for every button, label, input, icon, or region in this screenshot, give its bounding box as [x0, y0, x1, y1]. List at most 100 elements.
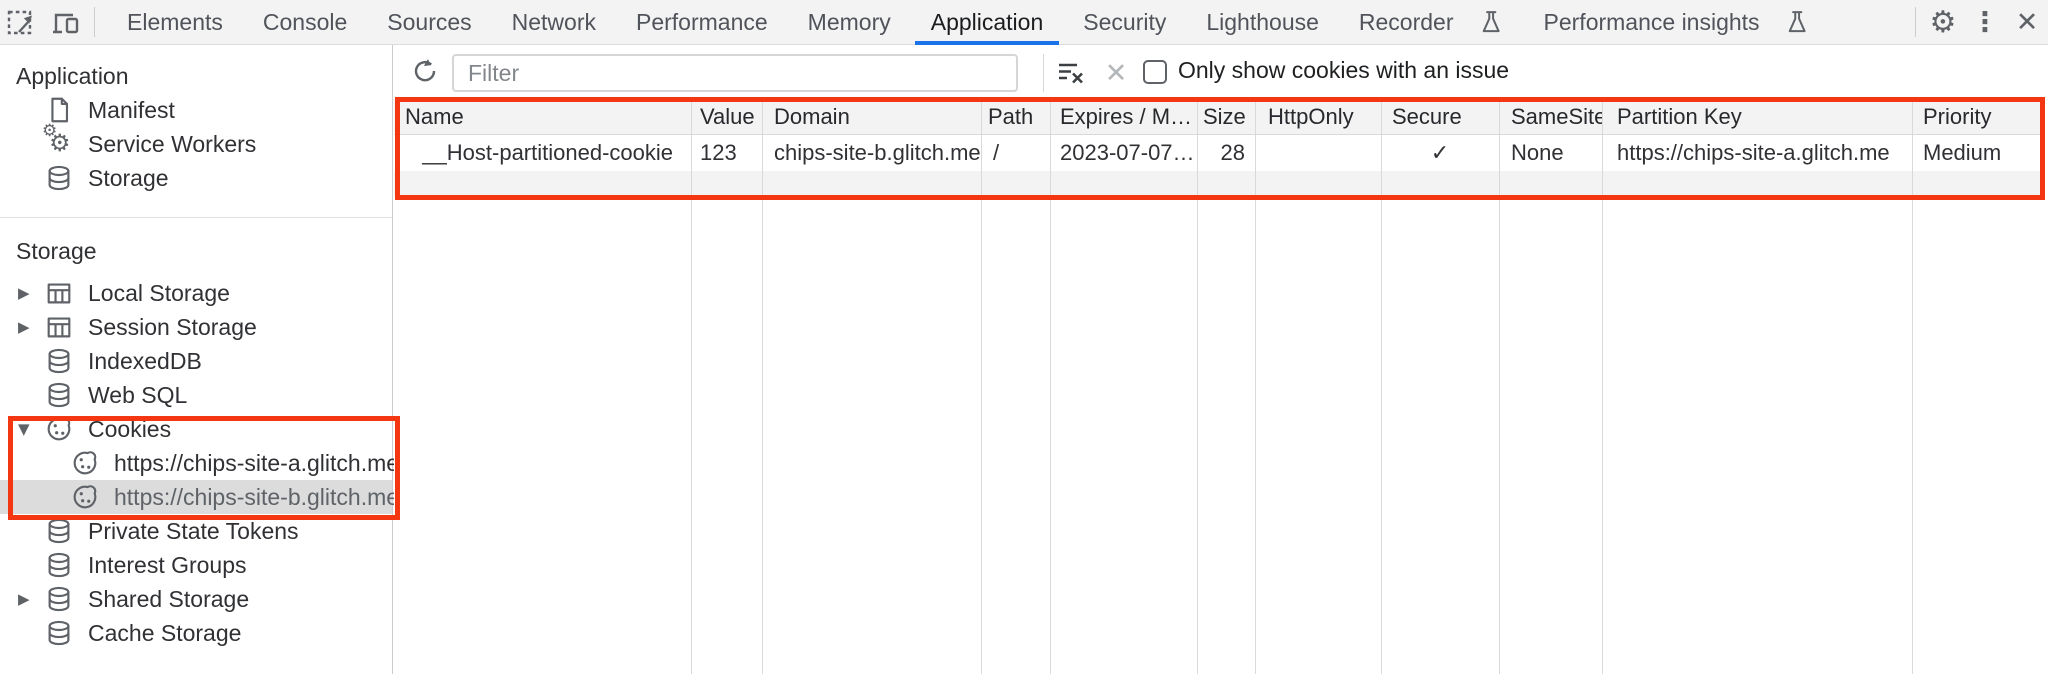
chevron-collapsed-icon[interactable]: ▶	[18, 284, 30, 302]
column-separator[interactable]	[1602, 99, 1603, 674]
column-separator[interactable]	[691, 99, 692, 674]
database-icon	[44, 618, 74, 648]
sidebar-item-private-state-tokens[interactable]: Private State Tokens	[0, 514, 392, 548]
database-icon	[44, 346, 74, 376]
column-header-priority[interactable]: Priority	[1923, 104, 1992, 129]
column-separator[interactable]	[1197, 99, 1198, 674]
tab-label: Application	[930, 8, 1044, 35]
sidebar-item-https-chips-site-a-glitch-me[interactable]: https://chips-site-a.glitch.me	[0, 446, 399, 480]
document-icon	[44, 95, 74, 125]
tab-sources[interactable]: Sources	[367, 0, 491, 45]
sidebar-item-local-storage[interactable]: ▶Local Storage	[0, 276, 392, 310]
close-button[interactable]: ✕	[2006, 2, 2048, 42]
tab-elements[interactable]: Elements	[107, 0, 243, 45]
cookie-cell-size[interactable]: 28	[1220, 140, 1245, 165]
column-header-partition-key[interactable]: Partition Key	[1617, 104, 1742, 129]
cookie-cell-samesite[interactable]: None	[1511, 140, 1564, 165]
tab-application[interactable]: Application	[911, 0, 1064, 46]
chevron-collapsed-icon[interactable]: ▶	[18, 590, 30, 608]
clear-filter-button[interactable]	[1054, 58, 1088, 88]
toolbar-divider	[1043, 54, 1044, 92]
clear-search-button[interactable]: ✕	[1104, 57, 1128, 88]
sidebar-item-service-workers[interactable]: ⚙⚙Service Workers	[0, 121, 392, 161]
table-icon	[44, 312, 74, 342]
sidebar-item-manifest[interactable]: Manifest	[0, 93, 392, 127]
column-header-domain[interactable]: Domain	[774, 104, 850, 129]
column-separator[interactable]	[762, 99, 763, 674]
column-separator[interactable]	[1912, 99, 1913, 674]
column-header-expires-m[interactable]: Expires / M…	[1060, 104, 1193, 129]
cookie-cell-name[interactable]: __Host-partitioned-cookie	[422, 140, 673, 165]
chevron-collapsed-icon[interactable]: ▶	[18, 318, 30, 336]
inspect-element-button[interactable]	[0, 2, 44, 42]
gears-icon: ⚙⚙	[42, 121, 71, 157]
filter-input[interactable]	[452, 54, 1018, 92]
sidebar-item-label: https://chips-site-a.glitch.me	[114, 449, 400, 476]
cookies-table-header	[394, 99, 2045, 135]
column-header-samesite[interactable]: SameSite	[1511, 104, 1602, 129]
database-icon	[44, 550, 74, 580]
sidebar-item-https-chips-site-b-glitch-me[interactable]: https://chips-site-b.glitch.me	[0, 480, 399, 514]
tab-label: Memory	[807, 8, 891, 35]
issue-filter-label: Only show cookies with an issue	[1178, 57, 1510, 83]
more-menu-button[interactable]: ⋮	[1964, 2, 2006, 42]
cookie-cell-value[interactable]: 123	[700, 140, 737, 165]
settings-gear-button[interactable]: ⚙	[1922, 2, 1964, 42]
cookie-cell-partition-key[interactable]: https://chips-site-a.glitch.me	[1617, 140, 1890, 165]
tab-performance-insights[interactable]: Performance insights	[1524, 0, 1830, 45]
tab-label: Performance	[636, 8, 768, 35]
tab-recorder[interactable]: Recorder	[1339, 0, 1524, 45]
cookie-cell-priority[interactable]: Medium	[1923, 140, 2002, 165]
sidebar-item-storage[interactable]: Storage	[0, 161, 392, 195]
refresh-button[interactable]	[408, 54, 442, 88]
column-separator[interactable]	[1050, 99, 1051, 674]
tab-console[interactable]: Console	[243, 0, 367, 45]
tab-label: Network	[511, 8, 596, 35]
tab-memory[interactable]: Memory	[788, 0, 911, 45]
empty-row-stripe	[394, 171, 2045, 196]
column-header-size[interactable]: Size	[1203, 104, 1246, 129]
cookie-cell-httponly[interactable]	[1255, 135, 1381, 171]
cookie-cell-secure[interactable]: ✓	[1430, 140, 1450, 165]
cookie-cell-path[interactable]: /	[993, 140, 1000, 165]
tab-network[interactable]: Network	[492, 0, 616, 45]
cookie-cell-domain[interactable]: chips-site-b.glitch.me	[774, 140, 981, 165]
column-header-httponly[interactable]: HttpOnly	[1268, 104, 1354, 129]
sidebar-section-divider	[0, 217, 392, 218]
column-separator[interactable]	[1381, 99, 1382, 674]
column-header-secure[interactable]: Secure	[1392, 104, 1462, 129]
tab-performance[interactable]: Performance	[616, 0, 788, 45]
sidebar-item-interest-groups[interactable]: Interest Groups	[0, 548, 392, 582]
cookie-cell-expires-m[interactable]: 2023-07-07…	[1060, 140, 1195, 165]
sidebar-item-cookies[interactable]: ▼ Cookies	[0, 412, 392, 446]
sidebar-section-title-storage: Storage	[16, 238, 97, 264]
tab-label: Performance insights	[1543, 8, 1760, 35]
tab-label: Security	[1083, 8, 1167, 35]
chevron-expanded-icon[interactable]: ▼	[18, 420, 30, 438]
clear-filter-icon	[1059, 63, 1083, 84]
column-separator[interactable]	[1255, 99, 1256, 674]
device-toolbar-button[interactable]	[44, 2, 88, 42]
column-separator[interactable]	[981, 99, 982, 674]
sidebar-item-cache-storage[interactable]: Cache Storage	[0, 616, 392, 650]
sidebar-item-label: Shared Storage	[88, 585, 250, 612]
sidebar-item-label: Interest Groups	[88, 551, 247, 578]
issue-filter-checkbox[interactable]	[1143, 60, 1167, 84]
column-header-name[interactable]: Name	[405, 104, 464, 129]
sidebar-item-web-sql[interactable]: Web SQL	[0, 378, 392, 412]
column-header-path[interactable]: Path	[988, 104, 1034, 129]
tab-lighthouse[interactable]: Lighthouse	[1186, 0, 1339, 45]
sidebar-item-label: Cookies	[88, 415, 172, 442]
tab-security[interactable]: Security	[1063, 0, 1186, 45]
column-separator[interactable]	[1499, 99, 1500, 674]
sidebar-item-indexeddb[interactable]: IndexedDB	[0, 344, 392, 378]
sidebar-item-shared-storage[interactable]: ▶ Shared Storage	[0, 582, 392, 616]
column-header-value[interactable]: Value	[700, 104, 755, 129]
sidebar-item-session-storage[interactable]: ▶Session Storage	[0, 310, 392, 344]
cookie-icon	[70, 448, 100, 478]
database-icon	[44, 163, 74, 193]
tabbar-right-divider	[1915, 7, 1916, 37]
sidebar-item-label: Cache Storage	[88, 619, 242, 646]
